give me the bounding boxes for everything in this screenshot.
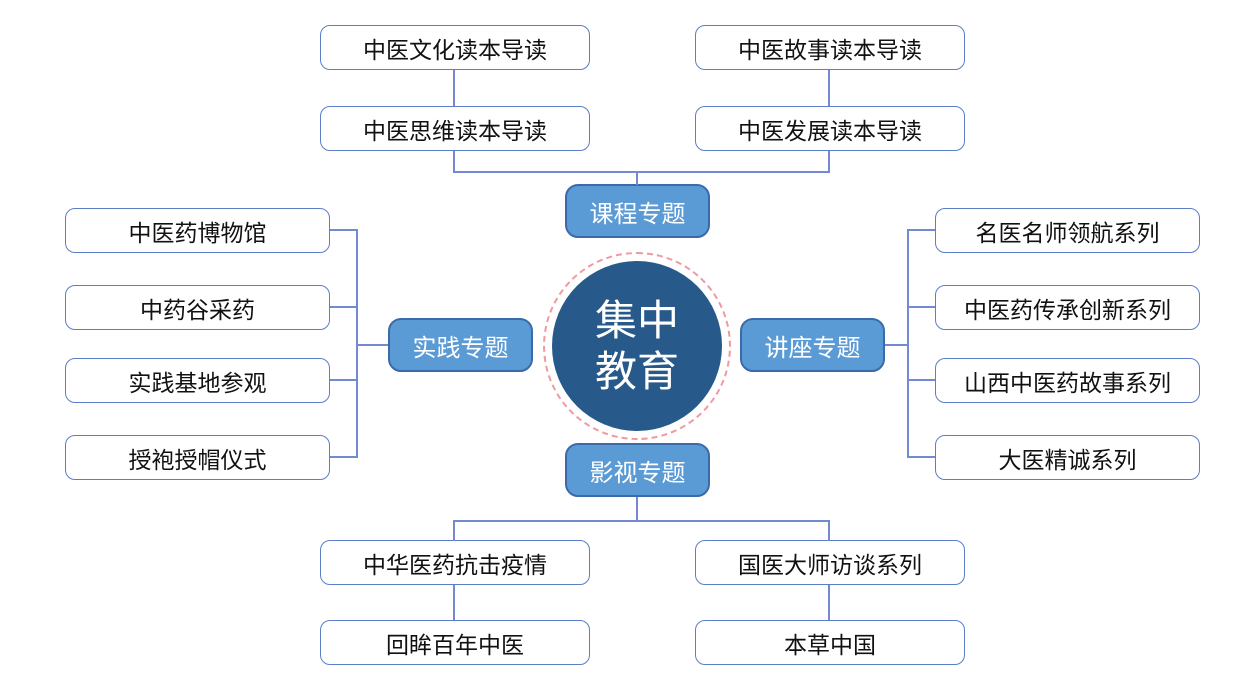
connector-line [453, 521, 455, 541]
connector-line [907, 229, 909, 458]
center-dashed-ring [543, 252, 731, 440]
connector-line [453, 171, 830, 173]
leaf-tcm-stories-reader: 中医故事读本导读 [695, 25, 965, 70]
leaf-century-tcm-review: 回眸百年中医 [320, 620, 590, 665]
leaf-robe-cap-ceremony: 授袍授帽仪式 [65, 435, 330, 480]
connector-line [330, 456, 356, 458]
branch-course-topics: 课程专题 [565, 184, 710, 238]
connector-line [453, 520, 830, 522]
leaf-bencao-china: 本草中国 [695, 620, 965, 665]
connector-line [330, 306, 356, 308]
connector-line [453, 70, 455, 106]
connector-line [828, 521, 830, 541]
connector-line [636, 497, 638, 521]
center-label-line1: 集中 [594, 295, 679, 345]
connector-line [908, 306, 935, 308]
connector-line [330, 229, 356, 231]
connector-line [828, 70, 830, 106]
leaf-shanxi-tcm-stories-series: 山西中医药故事系列 [935, 358, 1200, 403]
leaf-tcm-thinking-reader: 中医思维读本导读 [320, 106, 590, 151]
branch-lecture-topics: 讲座专题 [740, 318, 885, 372]
leaf-tcm-culture-reader: 中医文化读本导读 [320, 25, 590, 70]
leaf-tcm-museum: 中医药博物馆 [65, 208, 330, 253]
connector-line [908, 229, 935, 231]
branch-film-topics: 影视专题 [565, 443, 710, 497]
connector-line [885, 344, 908, 346]
connector-line [453, 585, 455, 620]
connector-line [356, 229, 358, 458]
connector-line [330, 379, 356, 381]
connector-line [908, 456, 935, 458]
branch-practice-topics: 实践专题 [388, 318, 533, 372]
connector-line [356, 344, 388, 346]
leaf-great-doctor-sincerity-series: 大医精诚系列 [935, 435, 1200, 480]
center-node: 集中 教育 [552, 261, 722, 431]
connector-line [828, 151, 830, 172]
connector-line [636, 172, 638, 185]
leaf-tcm-fight-epidemic: 中华医药抗击疫情 [320, 540, 590, 585]
leaf-inheritance-innovation-series: 中医药传承创新系列 [935, 285, 1200, 330]
leaf-tcm-masters-interview-series: 国医大师访谈系列 [695, 540, 965, 585]
leaf-tcm-development-reader: 中医发展读本导读 [695, 106, 965, 151]
leaf-famous-doctors-series: 名医名师领航系列 [935, 208, 1200, 253]
center-label-line2: 教育 [594, 347, 679, 396]
leaf-herb-valley-picking: 中药谷采药 [65, 285, 330, 330]
leaf-practice-base-visit: 实践基地参观 [65, 358, 330, 403]
connector-line [453, 151, 455, 172]
connector-line [908, 379, 935, 381]
connector-line [828, 585, 830, 620]
